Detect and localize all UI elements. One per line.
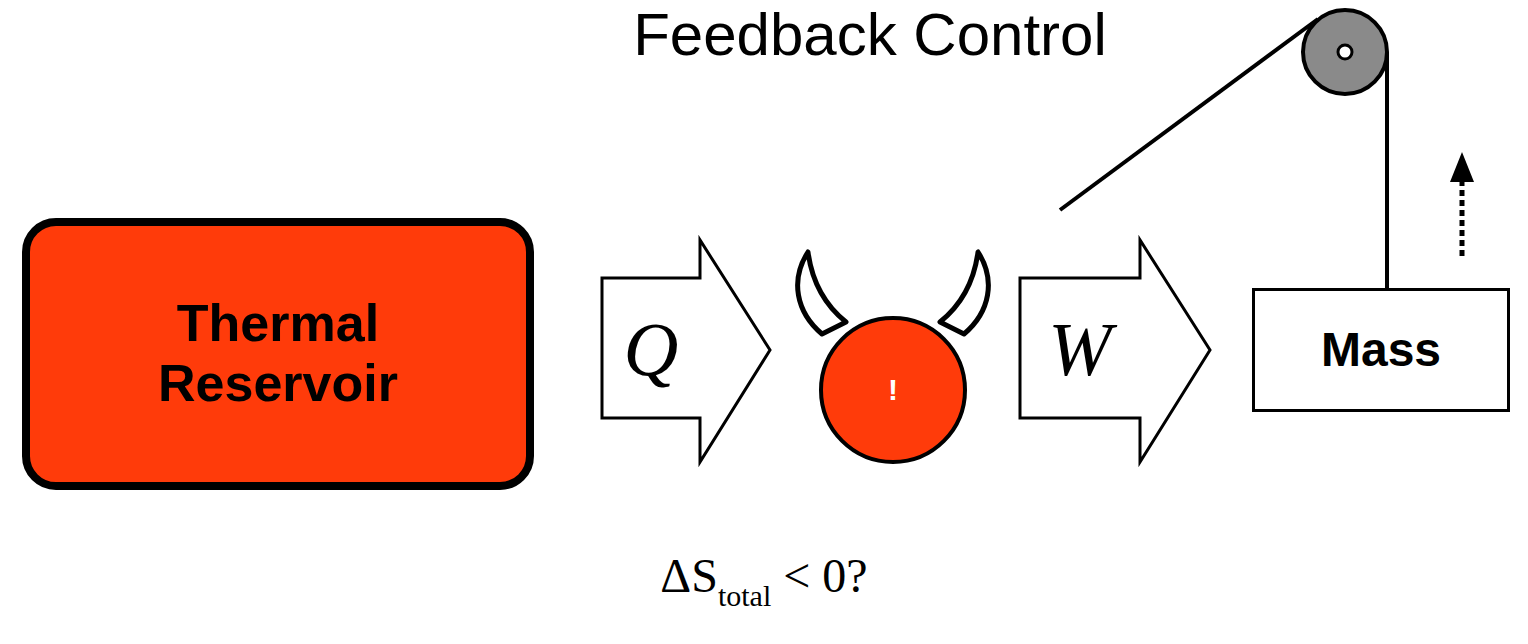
reservoir-box: Thermal Reservoir (22, 218, 534, 490)
formula-label: ΔS (660, 548, 718, 603)
work-flow-arrow-outline (1014, 234, 1216, 468)
node-label: Mass (1321, 322, 1441, 377)
pulley-wheel (1303, 10, 1387, 94)
subscript-label: total (718, 579, 771, 613)
entropy-question: ΔStotal < 0? (0, 548, 1528, 613)
demon-head (821, 318, 965, 462)
demon-horn (798, 252, 846, 334)
diagram-title: Feedback Control (500, 2, 1240, 68)
block-arrow (602, 240, 770, 462)
block-arrow (1020, 240, 1210, 462)
motion-arrowhead (1450, 152, 1474, 182)
motion-arrow (1460, 180, 1465, 256)
formula-label: < 0? (783, 548, 867, 603)
node-label: W (1048, 306, 1111, 393)
rope (1385, 52, 1389, 290)
demon-circle: ! (788, 240, 998, 468)
mass-box: Mass (1252, 288, 1510, 412)
node-label: Thermal Reservoir (108, 294, 448, 414)
demon-horn (940, 252, 988, 334)
node-label: ! (888, 373, 898, 408)
heat-flow-arrow-outline (596, 234, 776, 468)
node-label: Q (624, 306, 679, 393)
heat-flow-arrow: Q (596, 234, 776, 468)
demon-circle-outline (788, 240, 998, 468)
pulley-axle (1338, 45, 1352, 59)
work-flow-arrow: W (1014, 234, 1216, 468)
